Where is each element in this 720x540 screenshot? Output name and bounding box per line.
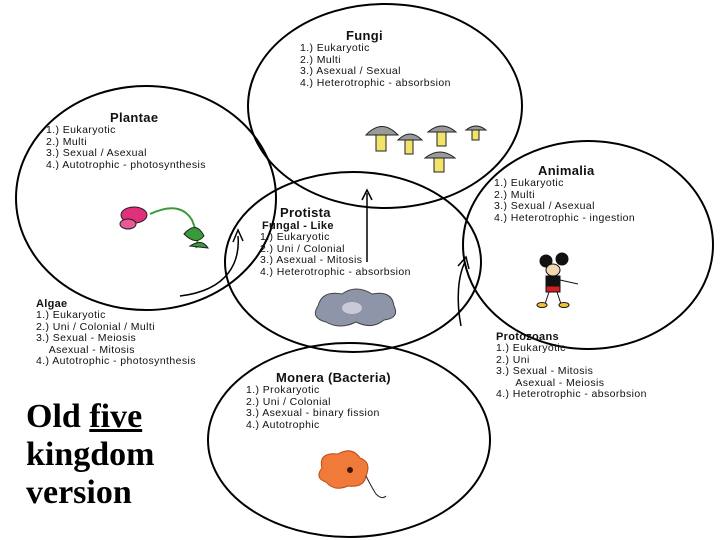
animalia-line-3: 3.) Sexual / Asexual — [494, 200, 595, 213]
algae-line-3: 3.) Sexual - Meiosis — [36, 332, 137, 345]
fungi-line-3: 3.) Asexual / Sexual — [300, 65, 401, 78]
algae-title: Algae — [36, 298, 68, 310]
caption: Old five kingdom version — [26, 398, 155, 512]
protozoans-line-4: Asexual - Meiosis — [496, 376, 605, 389]
bacterium-illustration — [318, 450, 387, 499]
monera-line-1: 1.) Prokaryotic — [246, 384, 320, 396]
fungi-text-block: Fungi 1.) Eukaryotic 2.) Multi 3.) Asexu… — [300, 28, 451, 89]
protozoans-line-1: 1.) Eukaryotic — [496, 342, 566, 354]
protista-line-1: 1.) Eukaryotic — [260, 231, 330, 243]
animalia-line-4: 4.) Heterotrophic - ingestion — [494, 211, 636, 224]
animalia-text-block: Animalia 1.) Eukaryotic 2.) Multi 3.) Se… — [494, 163, 635, 224]
algae-line-4: Asexual - Mitosis — [36, 343, 135, 356]
algae-line-1: 1.) Eukaryotic — [36, 309, 106, 321]
plantae-line-1: 1.) Eukaryotic — [46, 124, 116, 136]
arrow-plantae — [179, 228, 244, 297]
animalia-circle — [462, 140, 714, 350]
protista-subtitle: Fungal - Like — [262, 220, 334, 232]
monera-line-4: 4.) Autotrophic — [246, 418, 320, 431]
caption-line-2: kingdom — [26, 436, 155, 473]
protista-line-2: 2.) Uni / Colonial — [260, 242, 345, 255]
protista-title: Protista — [280, 205, 331, 220]
protista-line-4: 4.) Heterotrophic - absorbsion — [260, 265, 411, 278]
protista-text-block: Protista Fungal - Like 1.) Eukaryotic 2.… — [260, 205, 411, 278]
plantae-line-3: 3.) Sexual / Asexual — [46, 147, 147, 160]
animalia-line-1: 1.) Eukaryotic — [494, 177, 564, 189]
fungi-line-1: 1.) Eukaryotic — [300, 42, 370, 54]
fungi-circle — [247, 3, 523, 209]
arrow-animalia — [457, 255, 470, 327]
algae-line-5: 4.) Autotrophic - photosynthesis — [36, 355, 196, 368]
plantae-line-4: 4.) Autotrophic - photosynthesis — [46, 158, 206, 171]
monera-line-3: 3.) Asexual - binary fission — [246, 407, 380, 420]
protista-line-3: 3.) Asexual - Mitosis — [260, 254, 363, 267]
plantae-text-block: Plantae 1.) Eukaryotic 2.) Multi 3.) Sex… — [46, 110, 206, 171]
amoeba-illustration — [314, 288, 397, 327]
protozoans-line-5: 4.) Heterotrophic - absorbsion — [496, 388, 647, 401]
flower-illustration — [119, 206, 209, 249]
caption-prefix: Old — [26, 398, 90, 435]
algae-line-2: 2.) Uni / Colonial / Multi — [36, 320, 155, 333]
caption-line-1: Old five — [26, 398, 155, 436]
protista-circle — [224, 171, 482, 353]
caption-underlined-word: five — [89, 398, 143, 435]
monera-title: Monera (Bacteria) — [276, 370, 391, 385]
plantae-title: Plantae — [110, 110, 159, 125]
monera-circle — [207, 342, 491, 538]
protozoans-line-2: 2.) Uni — [496, 353, 530, 366]
mushrooms-illustration — [364, 125, 488, 173]
fungi-line-4: 4.) Heterotrophic - absorbsion — [300, 76, 451, 89]
plantae-circle — [15, 85, 277, 311]
mickey-mouse-illustration — [536, 252, 579, 308]
animalia-title: Animalia — [538, 163, 595, 178]
fungi-title: Fungi — [346, 28, 383, 43]
monera-line-2: 2.) Uni / Colonial — [246, 395, 331, 408]
protozoans-title: Protozoans — [496, 331, 559, 343]
arrow-fungi — [361, 188, 373, 262]
caption-line-3: version — [26, 474, 132, 511]
protozoans-text-block: Protozoans 1.) Eukaryotic 2.) Uni 3.) Se… — [496, 331, 647, 401]
fungi-line-2: 2.) Multi — [300, 53, 341, 66]
protozoans-line-3: 3.) Sexual - Mitosis — [496, 365, 594, 378]
monera-text-block: Monera (Bacteria) 1.) Prokaryotic 2.) Un… — [246, 370, 391, 431]
algae-text-block: Algae 1.) Eukaryotic 2.) Uni / Colonial … — [36, 298, 196, 368]
animalia-line-2: 2.) Multi — [494, 188, 535, 201]
plantae-line-2: 2.) Multi — [46, 135, 87, 148]
